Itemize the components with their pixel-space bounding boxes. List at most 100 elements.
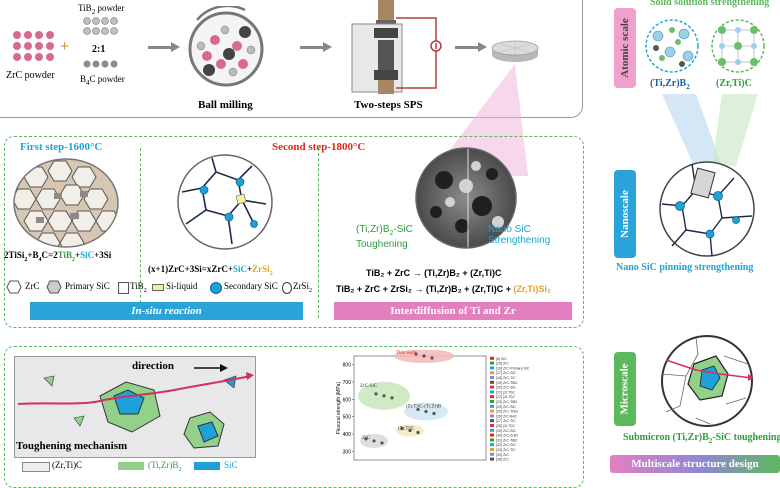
legend-swatch	[490, 366, 494, 370]
legend-entry: [29] ZrC-SiC	[496, 429, 516, 433]
data-point	[408, 428, 412, 433]
primary-sic-legend-icon	[46, 280, 62, 294]
data-point	[372, 439, 376, 443]
equation-1: 2TiSi2+B4C=2TiB2+SiC+3Si	[4, 250, 112, 263]
zrc-legend-icon	[6, 280, 22, 294]
nanoscale-tab: Nanoscale	[614, 170, 636, 258]
zrtic-label: (Zr,Ti)C	[716, 78, 752, 89]
legend-entry: [33] ZrC-TiC	[496, 448, 516, 452]
secondary-sic-legend-icon	[210, 282, 222, 294]
legend-entry: [21] (Zr,Ti)C	[496, 390, 515, 394]
data-point	[374, 392, 378, 396]
legend-entry: [23] ZrC-TiB2	[496, 400, 517, 404]
multiscale-banner: Multiscale structure design	[610, 455, 780, 473]
reaction-2: TiB₂ + ZrC + ZrSi₂ → (Ti,Zr)B₂ + (Zr,Ti)…	[336, 284, 551, 294]
tisi2-powder-icon	[83, 17, 118, 35]
legend-swatch	[490, 409, 494, 413]
legend-swatch	[490, 395, 494, 399]
legend-si-liquid: Si-liquid	[166, 281, 198, 291]
reaction-1: TiB₂ + ZrC → (Ti,Zr)B₂ + (Zr,Ti)C	[366, 268, 502, 278]
process-arrow-1	[148, 42, 180, 52]
legend-entry: [34] ZrC	[496, 453, 509, 457]
crack-path-diagram	[17, 364, 254, 449]
sps-furnace-icon	[351, 0, 442, 94]
legend-entry: [28] (Zr,Ti)C	[496, 424, 515, 428]
data-point	[380, 441, 384, 445]
legend-zrtic: (Zr,Ti)C	[52, 460, 83, 470]
zrtic-lattice	[711, 19, 765, 73]
sintered-disk-icon	[491, 40, 539, 62]
middle-panel	[4, 136, 584, 328]
legend-entry: [22] (Zr,Ti)C	[496, 395, 515, 399]
data-point	[400, 426, 404, 431]
legend-entry: [20] ZrC-SiC	[496, 386, 516, 390]
legend-secondary-sic: Secondary SiC	[224, 281, 278, 291]
legend-zrc: ZrC	[25, 281, 40, 291]
si-liquid-legend-icon	[152, 284, 164, 291]
data-point	[416, 407, 420, 412]
y-axis-label: Flexural strength (MPa)	[336, 382, 342, 435]
toughening-mechanism-label: Toughening mechanism	[16, 440, 128, 452]
interdiffusion-banner-text: Interdiffusion of Ti and Zr	[390, 305, 516, 317]
region-label: ZrC-SiC	[360, 384, 378, 389]
region-label: (Zr,Ti)C	[398, 427, 415, 432]
region-label: This work	[396, 351, 417, 356]
legend-entry: [24] ZrC-SiC	[496, 405, 516, 409]
legend-entry: [6] ZrC	[496, 357, 507, 361]
legend-swatch	[490, 356, 494, 360]
legend-tizrb2-swatch	[118, 462, 144, 470]
direction-label: direction	[132, 360, 174, 372]
tib2-legend-icon	[118, 282, 129, 294]
legend-entry: [17] ZrC-SiC	[496, 371, 516, 375]
region-label: (Zr,Ti)C-(Ti,Zr)B	[406, 404, 442, 409]
sps-label: Two-steps SPS	[354, 99, 423, 111]
legend-tizrb2: (Ti,Zr)B2	[148, 460, 182, 473]
legend-entry: [25] ZrC-TiSi2	[496, 410, 518, 414]
equation-2: (x+1)ZrC+3Si=xZrC+SiC+ZrSi2	[148, 264, 273, 277]
y-tick-label: 600	[343, 397, 352, 403]
submicron-label: Submicron (Ti,Zr)B2-SiC toughening	[623, 432, 780, 445]
solid-solution-title: Solid solution strengthening	[650, 0, 770, 8]
nano-pinning-label: Nano SiC pinning strengthening	[616, 262, 754, 273]
legend-entry: [18] ZrC-TiC	[496, 376, 516, 380]
data-point	[432, 411, 436, 416]
legend-entry: [16] ZrC-Primary SiC	[496, 366, 530, 370]
legend-swatch	[490, 371, 494, 375]
second-step-title: Second step-1800°C	[272, 141, 366, 153]
data-point	[390, 396, 394, 400]
multiscale-banner-text: Multiscale structure design	[631, 458, 759, 470]
b4c-powder-icon	[83, 60, 118, 68]
data-point	[364, 437, 368, 441]
legend-entry: [35] ZrC	[496, 458, 509, 462]
legend-swatch	[490, 419, 494, 423]
zrc-powder-label: ZrC powder	[6, 70, 55, 81]
y-tick-label: 500	[343, 415, 352, 421]
sem-right-label: Nano SiC Strengthening	[488, 224, 551, 246]
data-point	[422, 354, 426, 358]
second-step-microstructure	[177, 154, 273, 250]
microscale-tab: Microscale	[614, 352, 636, 426]
legend-tib2: TiB2	[130, 281, 147, 294]
nano-pinning-diagram	[659, 161, 755, 257]
data-point	[382, 394, 386, 398]
legend-swatch	[490, 414, 494, 418]
b4c-powder-label: B4C powder	[80, 74, 125, 87]
legend-zrtic-swatch	[22, 462, 50, 472]
legend-zrsi2: ZrSi2	[293, 281, 313, 294]
legend-swatch	[490, 400, 494, 403]
data-point	[414, 352, 418, 356]
legend-swatch	[490, 428, 494, 432]
legend-entry: [15] ZrC	[496, 362, 509, 366]
y-tick-label: 800	[343, 363, 352, 369]
atomic-scale-tab: Atomic scale	[614, 8, 636, 88]
legend-swatch	[490, 376, 494, 379]
process-arrow-3	[455, 42, 487, 52]
submicron-diagram	[661, 335, 754, 427]
sem-micrograph	[415, 147, 517, 249]
y-tick-label: 400	[343, 432, 352, 438]
insitu-banner: In-situ reaction	[30, 302, 303, 320]
process-panel	[0, 0, 583, 118]
process-arrow-2	[300, 42, 332, 52]
interdiffusion-banner: Interdiffusion of Ti and Zr	[334, 302, 572, 320]
